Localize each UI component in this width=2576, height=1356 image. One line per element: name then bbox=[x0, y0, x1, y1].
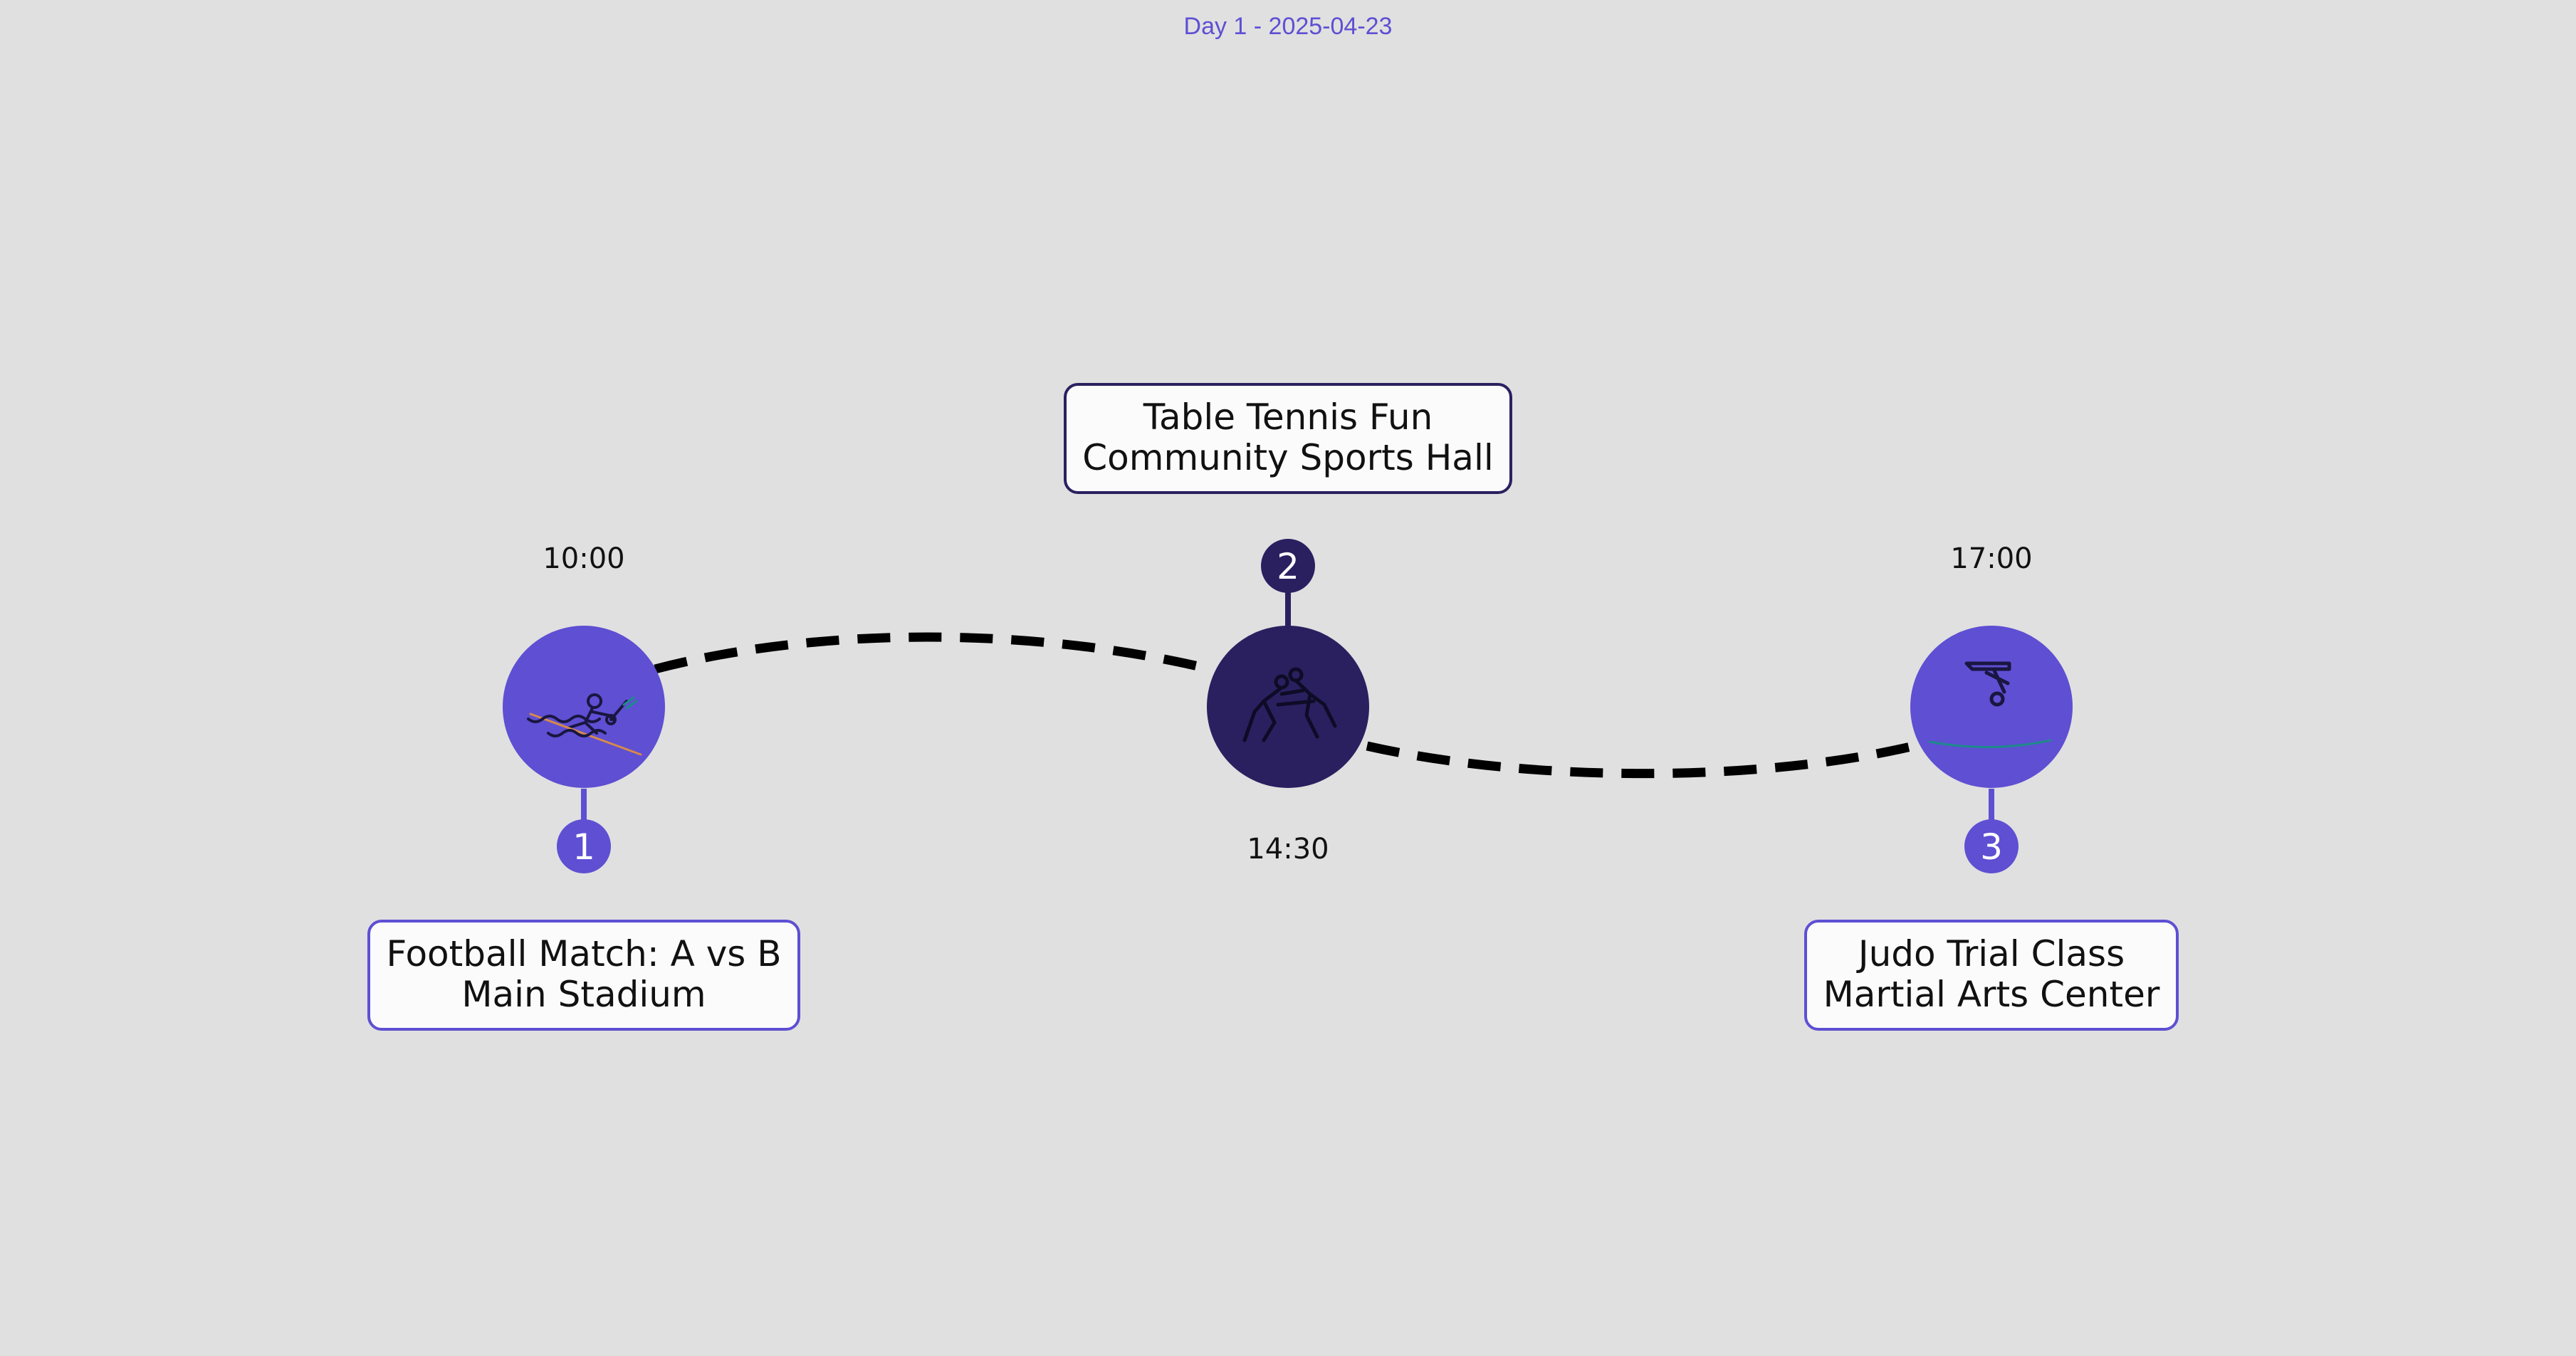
event-3-number: 3 bbox=[1980, 826, 2003, 868]
event-3-location: Martial Arts Center bbox=[1823, 974, 2160, 1015]
event-3-node[interactable]: 3 bbox=[1910, 626, 2073, 873]
event-1-card[interactable]: Football Match: A vs B Main Stadium bbox=[367, 920, 800, 1031]
diving-icon bbox=[1928, 661, 2052, 748]
route-connector-2-3 bbox=[1366, 739, 1924, 779]
route-connector-1-2 bbox=[654, 632, 1212, 674]
event-3-name: Judo Trial Class bbox=[1858, 933, 2125, 974]
event-2-card[interactable]: Table Tennis Fun Community Sports Hall bbox=[1064, 383, 1512, 494]
day-title: Day 1 - 2025-04-23 bbox=[1183, 13, 1393, 40]
event-2-location: Community Sports Hall bbox=[1082, 437, 1494, 478]
event-2-number: 2 bbox=[1277, 546, 1299, 587]
wrestling-icon bbox=[1242, 667, 1337, 742]
event-1-name: Football Match: A vs B bbox=[386, 933, 782, 974]
event-1-time: 10:00 bbox=[543, 542, 625, 575]
event-2-name: Table Tennis Fun bbox=[1143, 396, 1433, 438]
event-2-node[interactable]: 2 bbox=[1207, 539, 1369, 788]
event-1-number: 1 bbox=[572, 826, 595, 868]
event-3-card[interactable]: Judo Trial Class Martial Arts Center bbox=[1804, 920, 2179, 1031]
event-2-time: 14:30 bbox=[1247, 833, 1329, 866]
event-3-time: 17:00 bbox=[1950, 542, 2033, 575]
event-1-location: Main Stadium bbox=[461, 974, 706, 1015]
water-skiing-icon bbox=[527, 693, 642, 756]
event-1-node[interactable]: 1 bbox=[503, 626, 665, 873]
